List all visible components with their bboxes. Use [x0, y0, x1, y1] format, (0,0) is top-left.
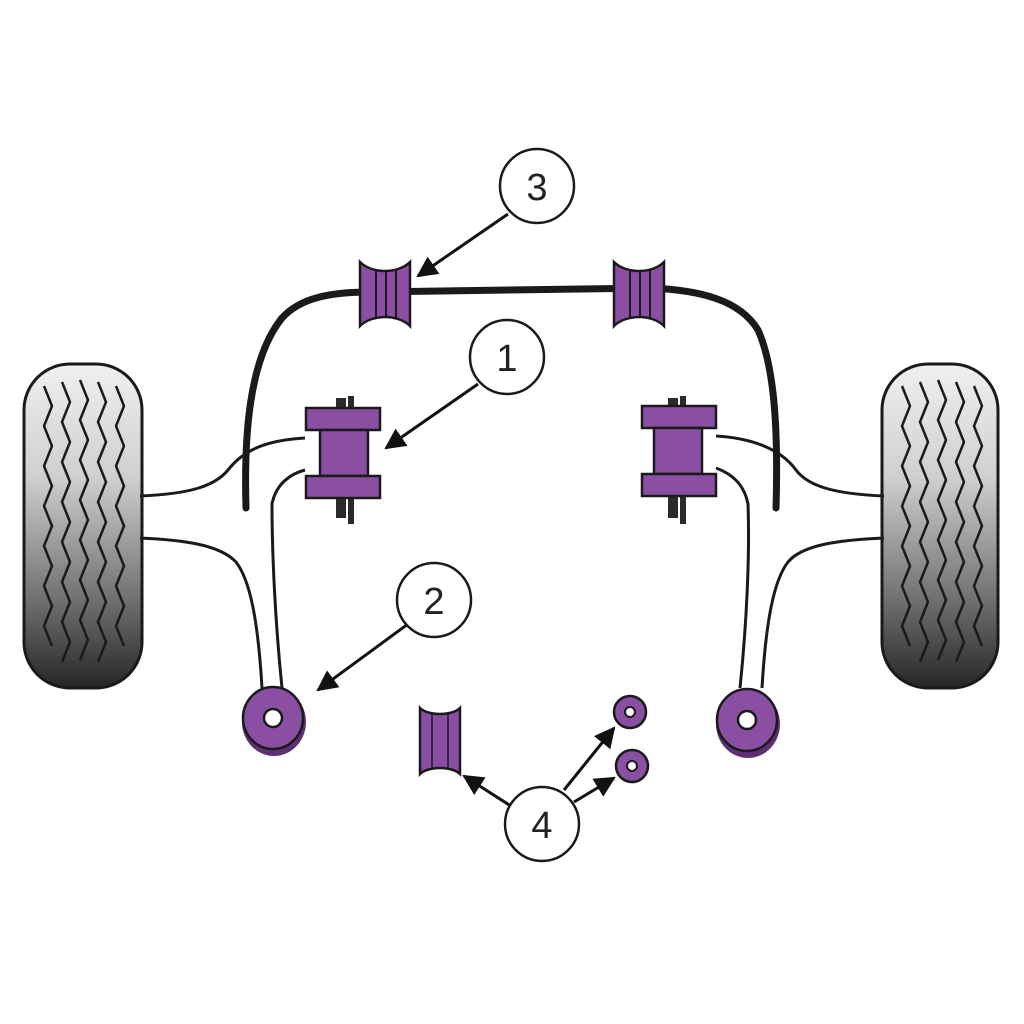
left-wheel: [22, 362, 144, 690]
rear-wishbone-bush-right: [715, 687, 780, 758]
callout-3: 3: [498, 147, 576, 225]
callout-2: 2: [395, 561, 473, 639]
left-tyre-tread: [42, 379, 126, 663]
arrow-4-sleeve: [462, 774, 515, 810]
callout-3-label: 3: [526, 167, 547, 209]
drop-link-bush-sleeve: [418, 704, 462, 778]
callout-2-label: 2: [423, 581, 444, 623]
arrow-2: [316, 622, 409, 692]
callout-1-label: 1: [496, 338, 517, 380]
callout-1: 1: [468, 318, 546, 396]
drop-link-bush-small-upper: [612, 694, 648, 730]
left-tyre: [22, 362, 144, 690]
arb-bush-left: [358, 258, 412, 330]
right-tyre: [880, 362, 1000, 690]
left-wishbone: [139, 436, 306, 689]
right-wishbone: [715, 434, 885, 689]
callout-4: 4: [503, 785, 581, 863]
arrow-4-upper: [562, 726, 616, 791]
drop-link-bush-small-lower: [614, 748, 650, 784]
front-wishbone-bush-left: [304, 396, 382, 524]
arrow-4-lower: [573, 776, 616, 804]
arrow-3: [416, 212, 509, 278]
right-tyre-tread: [900, 379, 984, 663]
right-wheel: [880, 362, 1000, 690]
rear-wishbone-bush-left: [241, 685, 306, 756]
front-wishbone-bush-right: [640, 396, 718, 524]
arb-bush-right: [612, 258, 666, 330]
arrow-1: [384, 382, 479, 450]
callout-4-label: 4: [531, 805, 552, 847]
leader-arrows: [316, 212, 616, 810]
